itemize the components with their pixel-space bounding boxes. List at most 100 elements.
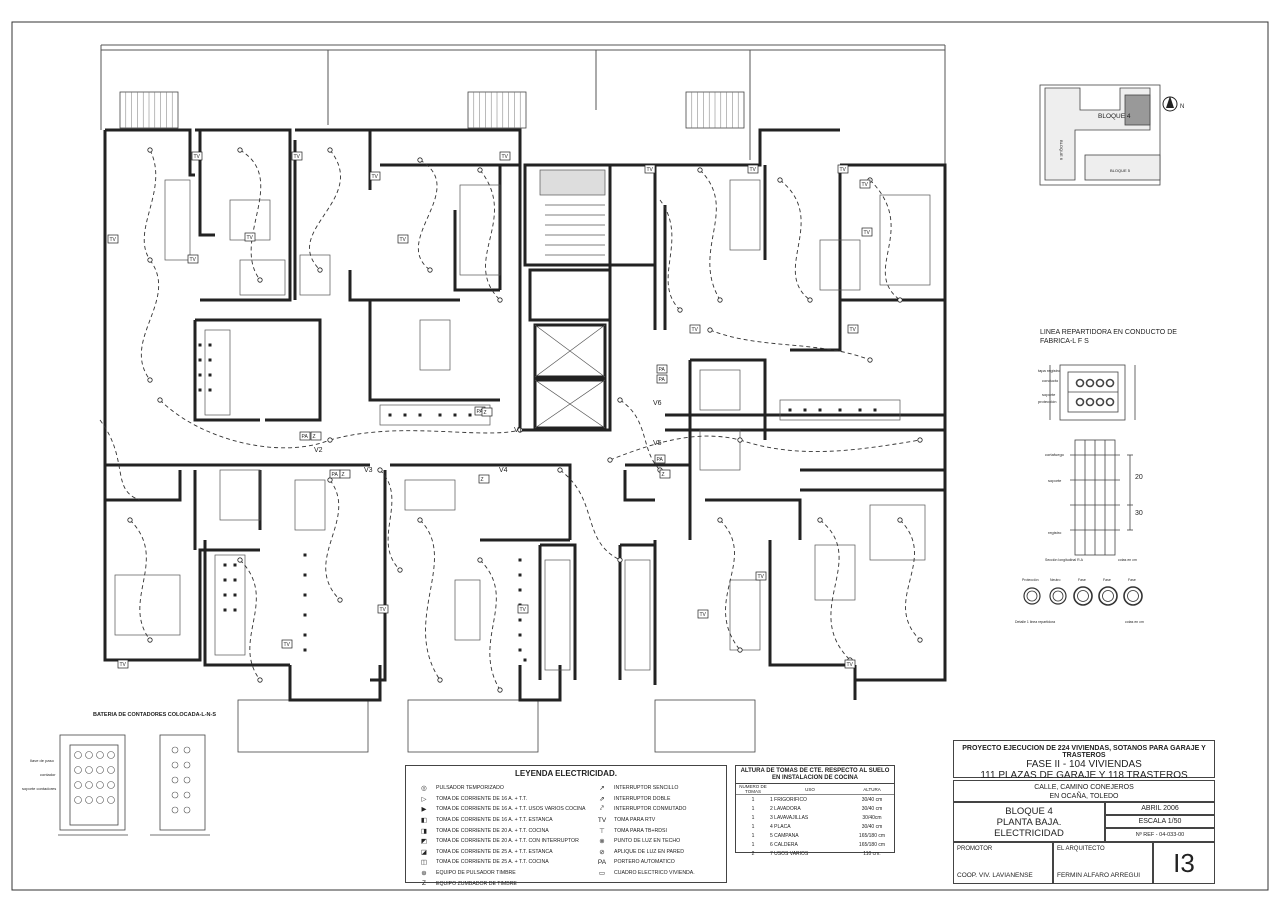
outlet-icon: [223, 563, 227, 567]
linea-label-v6: V6: [653, 400, 662, 407]
bloque-label: BLOQUE 4: [1005, 806, 1053, 817]
tv-box-label: TV: [850, 327, 857, 333]
tv-box-label: TV: [110, 237, 117, 243]
caption-section: Sección longitudinal R.A: [1045, 558, 1083, 562]
tv-box: [191, 151, 203, 161]
address-line1: CALLE, CAMINO CONEJEROS: [1034, 784, 1134, 791]
pa-box-label: PA: [659, 377, 666, 383]
legend-item-label: TOMA DE CORRIENTE DE 25 A. + T.T. ESTANC…: [436, 848, 553, 855]
subject-label: ELECTRICIDAD: [994, 828, 1064, 839]
light-point-icon: [917, 437, 923, 443]
light-point-icon: [557, 467, 563, 473]
outlet-icon: [788, 408, 792, 412]
z-box-label: Z: [342, 472, 345, 478]
bateria-label-soporte: soporte contadores: [22, 786, 57, 791]
table-cell: 3 LAVAVAJILLAS: [770, 814, 809, 821]
legend-item: ◧TOMA DE CORRIENTE DE 16 A. + T.T. ESTAN…: [418, 815, 585, 826]
light-points: [127, 147, 923, 693]
architect-label: EL ARQUITECTO: [1057, 846, 1105, 852]
light-point-icon: [737, 647, 743, 653]
caption-units: cotas en cm: [1118, 558, 1137, 562]
legend-item: ⊤TOMA PARA TB+RDSI: [596, 825, 695, 836]
light-point-icon: [477, 557, 483, 563]
tv-box: [755, 571, 767, 581]
toma-estanca-25-icon: ◪: [420, 848, 428, 856]
table-cell: 165/180 cm: [858, 832, 886, 839]
legend-item: ▷TOMA DE CORRIENTE DE 16 A. + T.T.: [418, 794, 585, 805]
legend-item-label: APLIQUE DE LUZ EN PARED: [614, 848, 684, 855]
legend-item: ⊘APLIQUE DE LUZ EN PARED: [596, 847, 695, 858]
architect-name: FERMIN ALFARO ARREGUI: [1057, 872, 1141, 879]
outlet-icon: [418, 413, 422, 417]
legend-item: ▶TOMA DE CORRIENTE DE 16 A. + T.T. USOS …: [418, 804, 586, 815]
heights-title-line2: EN INSTALACION DE COCINA: [772, 775, 858, 781]
legend-item-label: INTERRUPTOR CONMUTADO: [614, 806, 687, 813]
linea-repartidora-detail: [1049, 364, 1136, 556]
outlet-icon: [518, 573, 522, 577]
table-cell: 4 PLACA: [770, 823, 791, 830]
dim-20: 20: [1135, 474, 1143, 481]
tv-box: [187, 254, 199, 264]
legend-item: ◨TOMA DE CORRIENTE DE 20 A. + T.T. COCIN…: [418, 825, 585, 836]
zumbador-icon: Z: [422, 880, 426, 888]
cable-label-fase-1: Fase: [1078, 578, 1086, 582]
light-point-icon: [237, 147, 243, 153]
light-point-icon: [517, 427, 523, 433]
label-proteccion: protección: [1038, 399, 1057, 404]
tv-box-label: TV: [758, 574, 765, 580]
tv-box: [644, 164, 656, 174]
legend-item-label: TOMA DE CORRIENTE DE 20 A. + T.T. CON IN…: [436, 838, 579, 845]
sheet-number: I3: [1153, 842, 1215, 884]
key-plan: [1039, 84, 1161, 186]
light-point-icon: [257, 277, 263, 283]
pa-box: [656, 374, 668, 384]
walls: [103, 128, 947, 702]
header-numero: NUMERO DE TOMAS: [739, 784, 767, 794]
legend-item-label: TOMA DE CORRIENTE DE 16 A. + T.T.: [436, 795, 528, 802]
z-box-label: Z: [481, 477, 484, 483]
light-point-icon: [397, 567, 403, 573]
interruptor-sencillo-icon: ↗: [599, 785, 605, 793]
light-point-icon: [417, 517, 423, 523]
project-line1: PROYECTO EJECUCION DE 224 VIVIENDAS, SOT…: [962, 745, 1206, 759]
label-soporte: soporte: [1042, 392, 1056, 397]
outlet-icon: [518, 558, 522, 562]
interruptor-doble-icon: ⇗: [599, 795, 605, 803]
label-registro: registro: [1048, 530, 1062, 535]
tv-box-label: TV: [862, 182, 869, 188]
tv-box-label: TV: [520, 607, 527, 613]
legend-item-label: TOMA DE CORRIENTE DE 16 A. + T.T. ESTANC…: [436, 817, 553, 824]
light-point-icon: [317, 267, 323, 273]
tv-box: [291, 151, 303, 161]
outlet-icon: [818, 408, 822, 412]
title-block-address: CALLE, CAMINO CONEJEROS EN OCAÑA, TOLEDO: [953, 780, 1215, 802]
outlet-icon: [198, 373, 202, 377]
pa-box-label: PA: [477, 409, 484, 415]
tv-box: [837, 164, 849, 174]
table-cell: 1: [751, 823, 755, 830]
outlets: [198, 343, 877, 662]
linea-repartidora-title: LINEA REPARTIDORA EN CONDUCTO DE FABRICA…: [1040, 329, 1177, 345]
title-block-ref: Nº REF - 04-033-00: [1105, 828, 1215, 842]
interior-lines: [114, 169, 931, 671]
light-point-icon: [477, 167, 483, 173]
promotor-label: PROMOTOR: [957, 846, 993, 852]
table-cell: 2 LAVADORA: [770, 805, 801, 812]
table-cell: 165/180 cm: [858, 841, 886, 848]
tv-box-label: TV: [864, 230, 871, 236]
outlet-icon: [233, 563, 237, 567]
light-point-icon: [617, 397, 623, 403]
outlet-icon: [468, 413, 472, 417]
light-point-icon: [717, 297, 723, 303]
label-cortafuego: cortafuego: [1045, 452, 1064, 457]
tv-box: [517, 604, 529, 614]
punto-luz-techo-icon: ⊗: [599, 838, 605, 846]
light-point-icon: [707, 327, 713, 333]
